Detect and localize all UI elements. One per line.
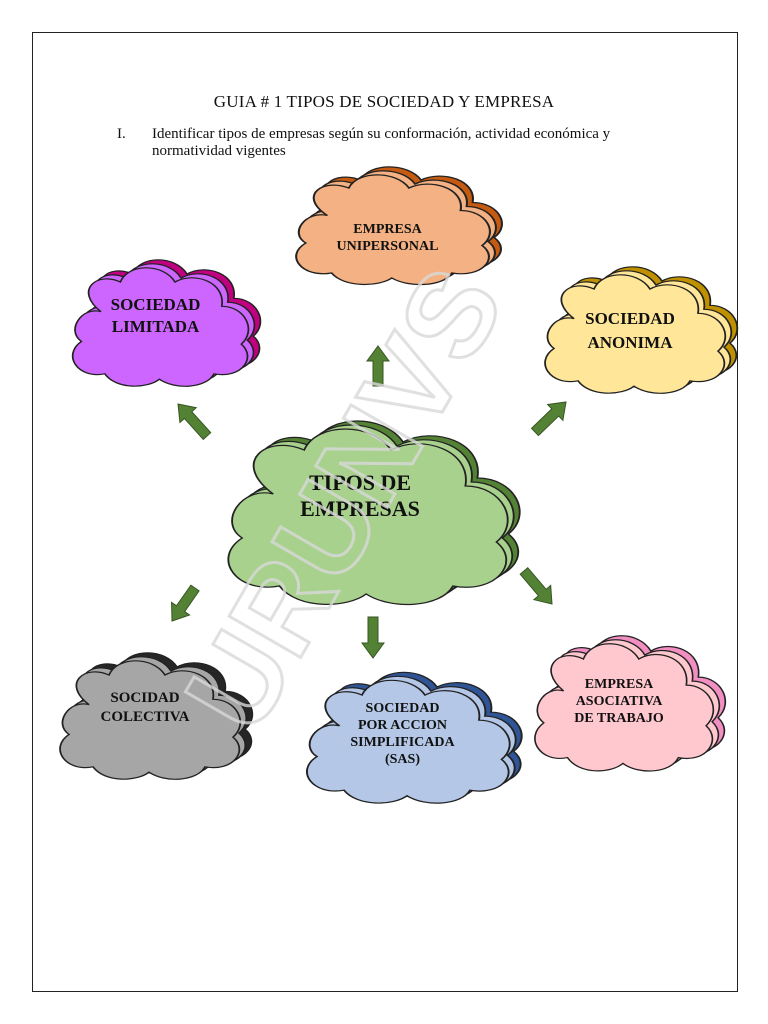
cloud-sociedad-limitada-label-line: SOCIEDAD — [111, 295, 201, 314]
cloud-sociedad-sas-label-line: SOCIEDAD — [366, 701, 440, 716]
cloud-sociedad-limitada: SOCIEDAD LIMITADA — [73, 260, 261, 386]
cloud-socidad-colectiva-label-line: SOCIDAD — [110, 690, 179, 706]
arrow-to-sociedad-anonima — [530, 401, 567, 437]
arrow-to-empresa-unipersonal — [366, 345, 390, 387]
page-title: GUIA # 1 TIPOS DE SOCIEDAD Y EMPRESA — [213, 92, 555, 111]
arrow-to-sociedad-sas — [361, 616, 385, 659]
cloud-empresa-asociativa-label-line: DE TRABAJO — [574, 711, 664, 726]
arrow-to-empresa-asociativa — [519, 567, 553, 605]
cloud-sociedad-sas-label-line: SIMPLIFICADA — [350, 735, 455, 750]
item-number: I. — [117, 126, 126, 142]
cloud-empresa-unipersonal: EMPRESA UNIPERSONAL — [296, 167, 502, 285]
cloud-empresa-asociativa-label-line: EMPRESA — [585, 677, 654, 692]
cloud-sociedad-limitada-label-line: LIMITADA — [112, 317, 200, 336]
cloud-empresa-asociativa: EMPRESA ASOCIATIVA DE TRABAJO — [535, 636, 725, 771]
cloud-socidad-colectiva-label-line: COLECTIVA — [101, 709, 190, 725]
cloud-empresa-unipersonal-label-line: EMPRESA — [353, 222, 422, 237]
arrow-to-sociedad-limitada — [177, 403, 212, 441]
cloud-sociedad-anonima-label-line: ANONIMA — [588, 333, 674, 352]
cloud-sociedad-anonima-label-line: SOCIEDAD — [585, 309, 675, 328]
item-instruction: Identificar tipos de empresas según su c… — [152, 126, 611, 159]
cloud-sociedad-sas: SOCIEDAD POR ACCION SIMPLIFICADA (SAS) — [307, 672, 522, 803]
cloud-sociedad-sas-label-line: POR ACCION — [358, 718, 447, 733]
cloud-center-tipos-de-empresas-label-line: EMPRESAS — [300, 496, 420, 521]
cloud-center-tipos-de-empresas-label-line: TIPOS DE — [309, 470, 411, 495]
cloud-empresa-asociativa-label-line: ASOCIATIVA — [576, 694, 664, 709]
cloud-sociedad-sas-label-line: (SAS) — [385, 752, 420, 767]
cloud-sociedad-anonima: SOCIEDAD ANONIMA — [545, 267, 737, 393]
arrow-to-socidad-colectiva — [171, 584, 200, 622]
cloud-empresa-unipersonal-label-line: UNIPERSONAL — [337, 239, 439, 254]
cloud-socidad-colectiva: SOCIDAD COLECTIVA — [60, 653, 252, 779]
arrows-group — [171, 345, 567, 659]
